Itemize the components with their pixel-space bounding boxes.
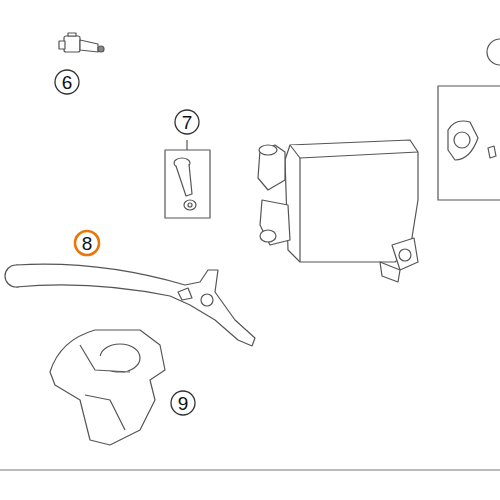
pivot-bolt-part bbox=[165, 140, 210, 218]
callout-circle bbox=[55, 70, 79, 94]
callout-number: 6 bbox=[62, 73, 73, 92]
lever-guard bbox=[50, 330, 165, 445]
switch-part bbox=[59, 33, 104, 52]
callout-number: 9 bbox=[178, 394, 189, 413]
master-cylinder bbox=[258, 140, 418, 282]
frame-line bbox=[0, 470, 500, 471]
callout-number: 7 bbox=[182, 113, 193, 132]
clamp-part bbox=[438, 39, 500, 200]
callout-circle bbox=[75, 231, 99, 255]
callout-circle bbox=[175, 110, 199, 134]
callout-circle bbox=[171, 391, 195, 415]
callout-number: 8 bbox=[82, 234, 93, 253]
